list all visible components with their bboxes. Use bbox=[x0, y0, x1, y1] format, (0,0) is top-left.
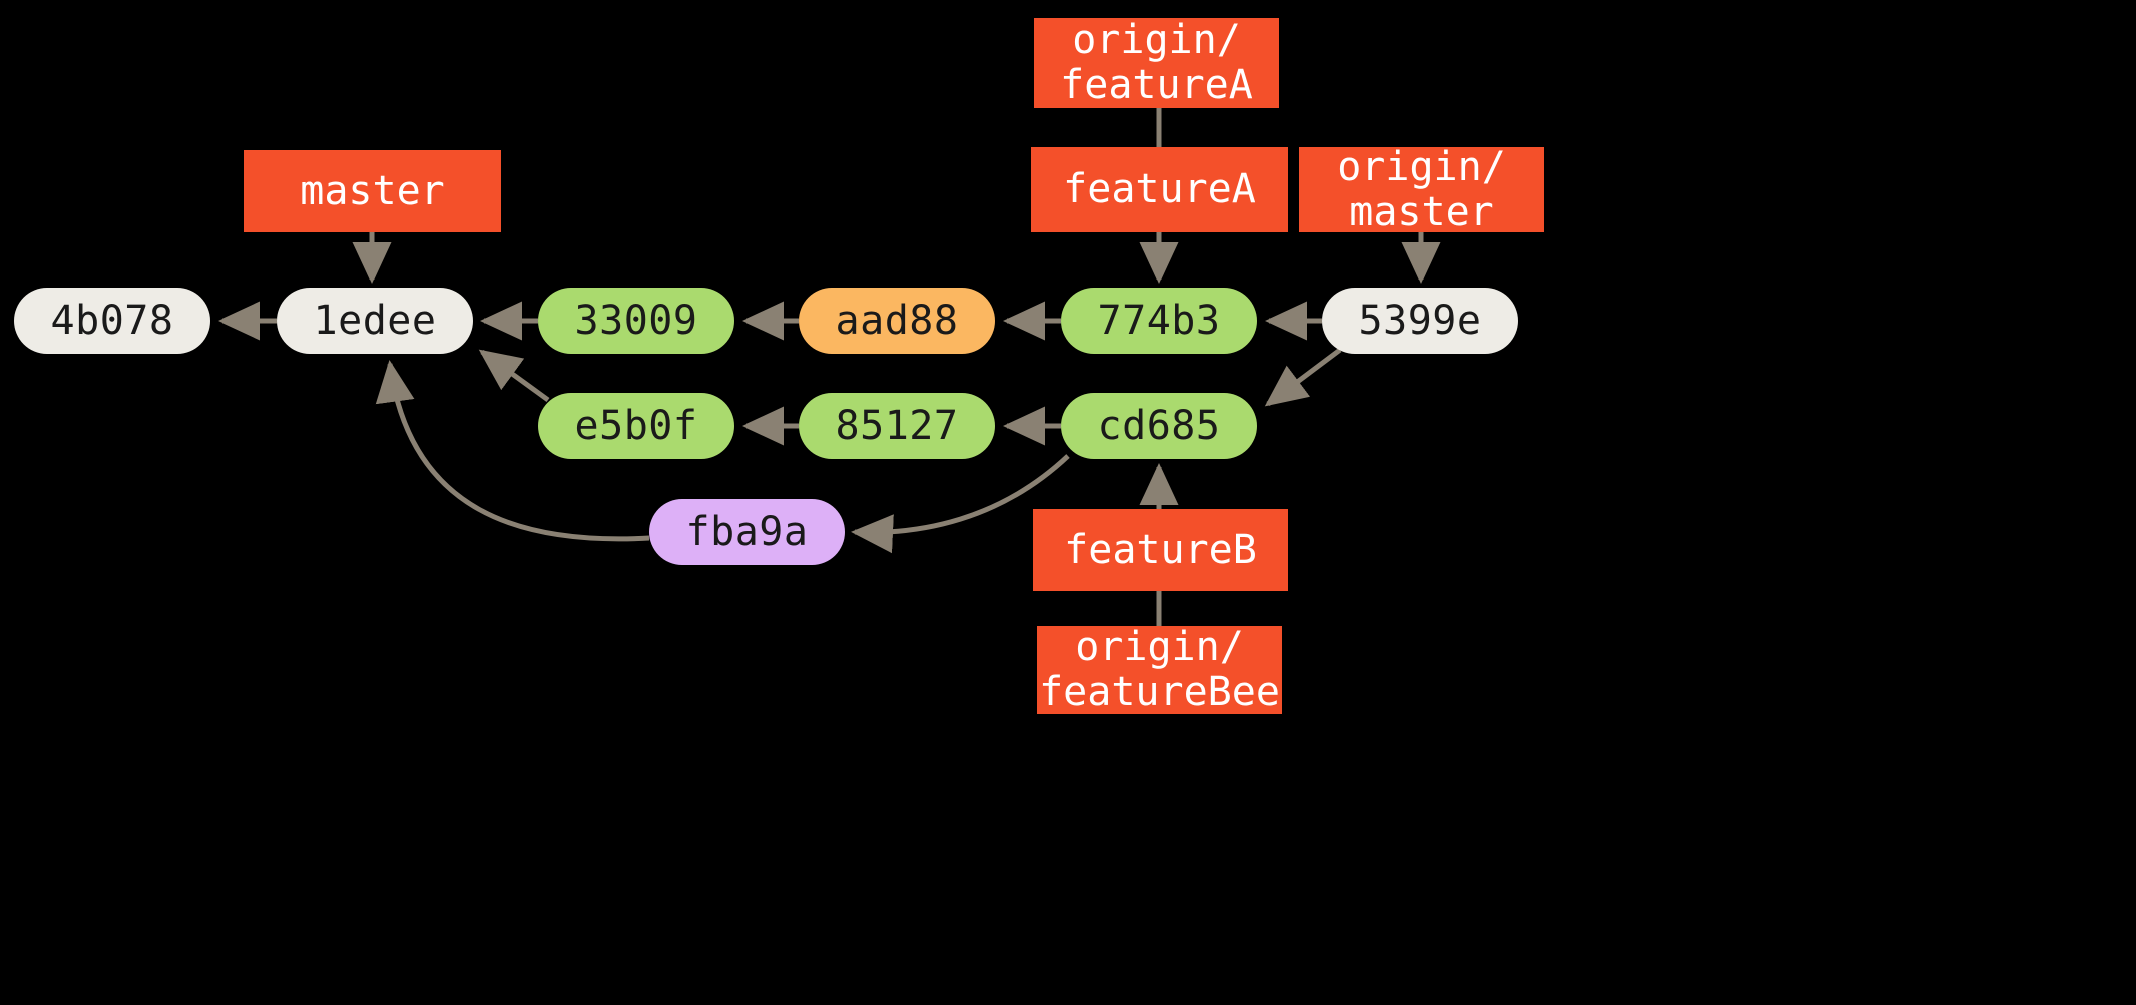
commit-node-5399e[interactable]: 5399e bbox=[1322, 288, 1518, 354]
commit-node-4b078[interactable]: 4b078 bbox=[14, 288, 210, 354]
commit-node-aad88[interactable]: aad88 bbox=[799, 288, 995, 354]
commit-node-cd685[interactable]: cd685 bbox=[1061, 393, 1257, 459]
branch-label-origin-featureBee[interactable]: origin/ featureBee bbox=[1037, 625, 1282, 714]
branch-label-featureB[interactable]: featureB bbox=[1033, 509, 1288, 591]
edge-5399e-cd685 bbox=[1264, 348, 1342, 407]
commit-node-85127[interactable]: 85127 bbox=[799, 393, 995, 459]
branch-label-master[interactable]: master bbox=[244, 150, 501, 232]
commit-node-e5b0f[interactable]: e5b0f bbox=[538, 393, 734, 459]
branch-label-origin-featureA[interactable]: origin/ featureA bbox=[1034, 18, 1279, 108]
commit-node-33009[interactable]: 33009 bbox=[538, 288, 734, 354]
branch-label-origin-master[interactable]: origin/ master bbox=[1299, 144, 1544, 234]
commit-node-1edee[interactable]: 1edee bbox=[277, 288, 473, 354]
commit-node-fba9a[interactable]: fba9a bbox=[649, 499, 845, 565]
commit-node-774b3[interactable]: 774b3 bbox=[1061, 288, 1257, 354]
edge-e5b0f-1edee bbox=[478, 349, 550, 403]
branch-label-featureA[interactable]: featureA bbox=[1031, 147, 1288, 232]
